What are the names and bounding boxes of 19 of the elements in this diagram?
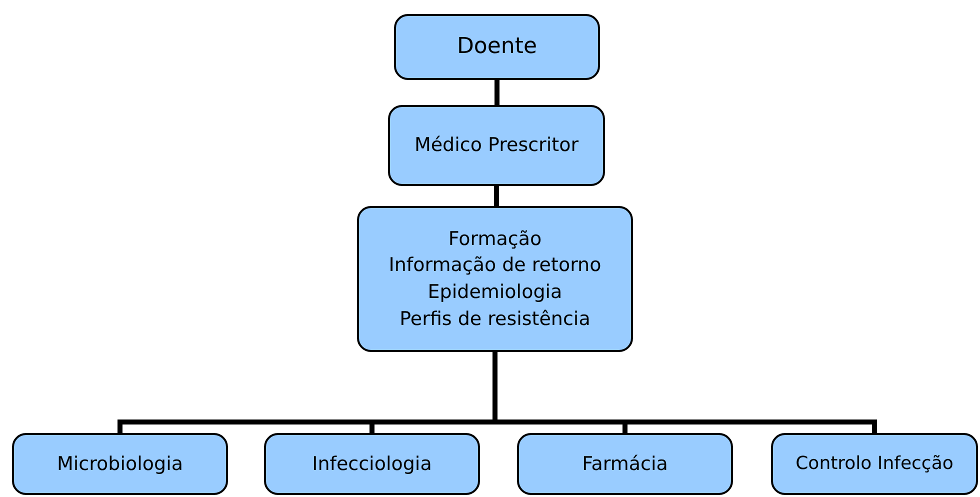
box-label: Epidemiologia <box>428 280 562 305</box>
box-label: Microbiologia <box>57 452 183 477</box>
process-box <box>357 206 633 352</box>
box-label: Doente <box>456 32 538 61</box>
connector-line <box>494 80 500 105</box>
process-box <box>264 433 480 495</box>
process-box <box>771 433 978 495</box>
process-box <box>394 14 600 80</box>
process-box <box>12 433 228 495</box>
box-label: Formação <box>448 226 542 252</box>
box-label: Médico Prescritor <box>414 133 579 158</box>
box-label: Perfis de resistência <box>400 306 590 332</box>
connector-line <box>494 186 499 206</box>
box-label: Infecciologia <box>312 452 432 477</box>
box-label: Farmácia <box>582 452 668 477</box>
box-label: Controlo Infecção <box>796 452 954 476</box>
box-label: Informação de retorno <box>388 253 602 278</box>
process-box <box>388 105 605 186</box>
process-box <box>517 433 733 495</box>
